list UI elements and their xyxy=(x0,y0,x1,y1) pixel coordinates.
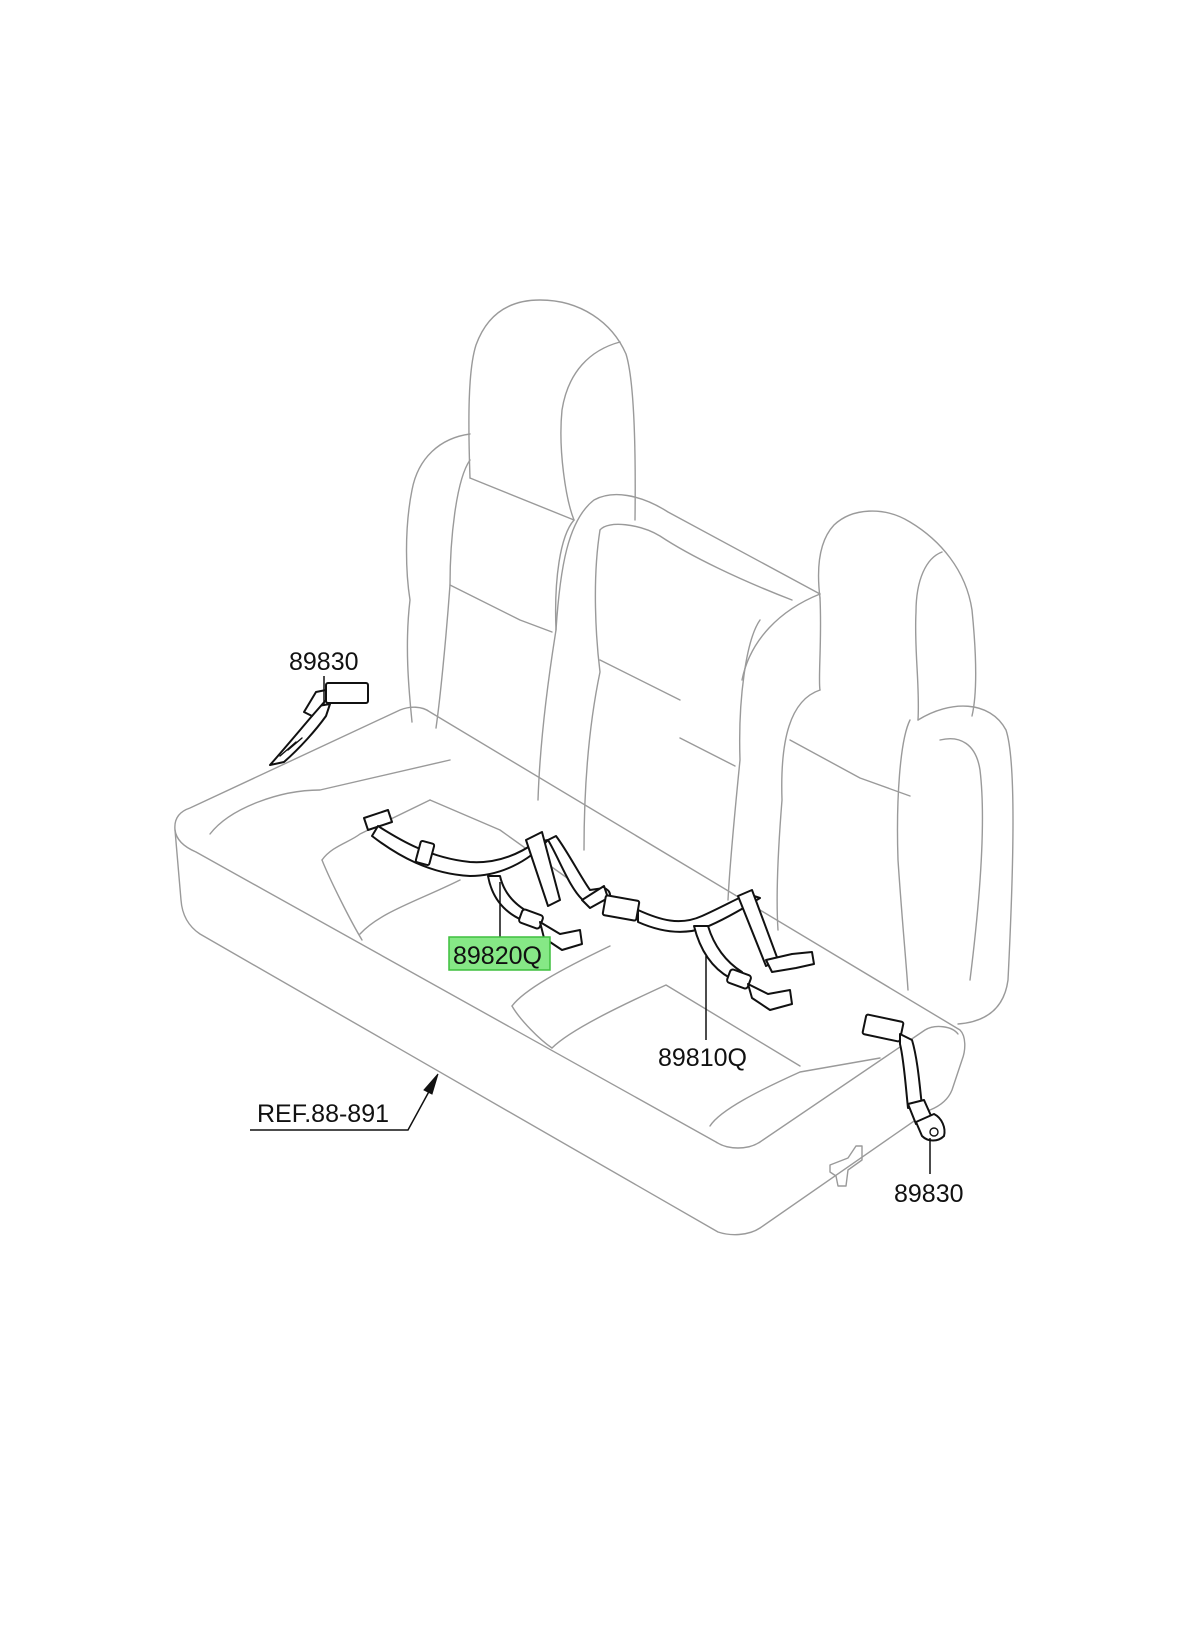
center-lap-belt-89820q[interactable] xyxy=(363,809,612,951)
label-right-retractor-89830[interactable]: 89830 xyxy=(894,1180,964,1208)
label-reference-88-891[interactable]: REF.88-891 xyxy=(257,1100,389,1128)
center-lap-belt-89810q[interactable] xyxy=(601,889,815,1011)
label-left-retractor-89830[interactable]: 89830 xyxy=(289,648,359,676)
label-center-belt-89810q[interactable]: 89810Q xyxy=(658,1044,747,1072)
part-labels: 89830 89820Q 89810Q 89830 REF.88-891 xyxy=(257,648,964,1208)
left-retractor-belt[interactable] xyxy=(269,682,369,766)
highlight-box-89820q xyxy=(448,936,551,971)
rear-seat-outline xyxy=(174,299,1014,1236)
leader-lines xyxy=(250,676,931,1174)
right-retractor-belt[interactable] xyxy=(861,1013,946,1142)
label-center-belt-89820q[interactable]: 89820Q xyxy=(453,942,542,970)
